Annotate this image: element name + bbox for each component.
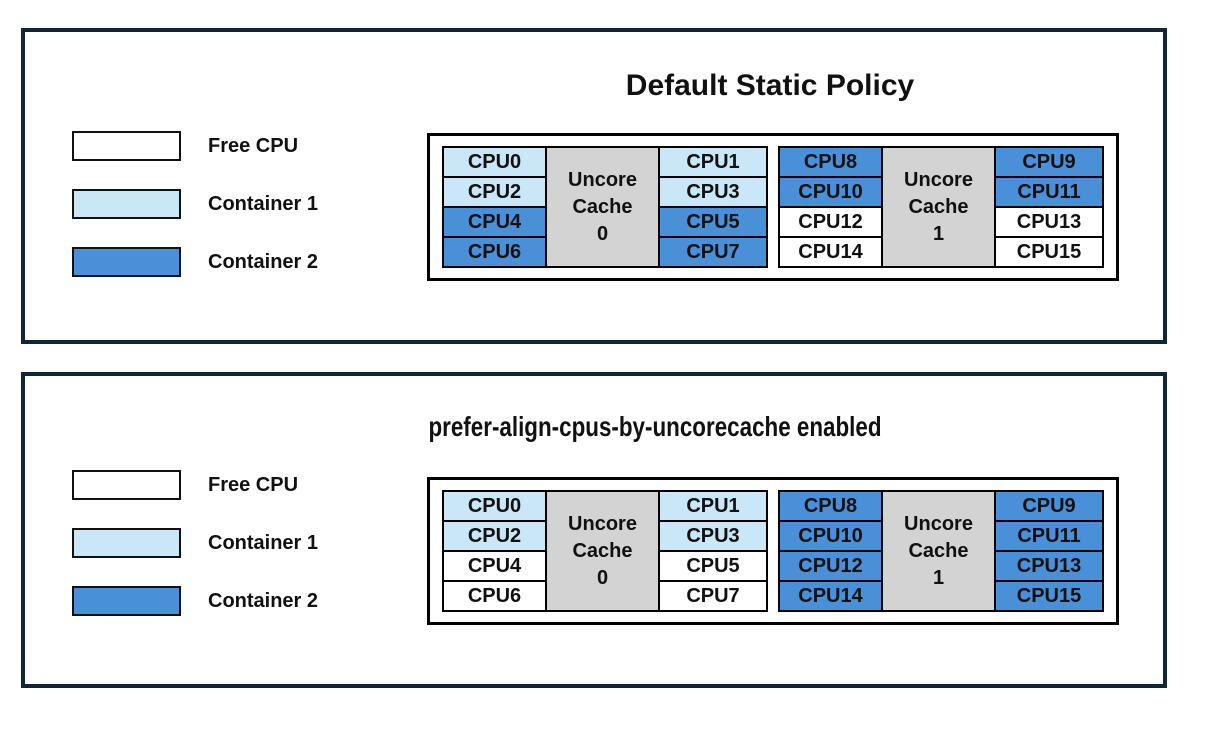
legend-swatch-container1 (72, 528, 181, 558)
cpu-cell-cpu9: CPU9 (996, 148, 1102, 176)
cpu-cell-cpu4: CPU4 (444, 208, 545, 236)
cpu-cell-cpu11: CPU11 (996, 178, 1102, 206)
legend-item-container-2: Container 2 (72, 586, 318, 616)
legend-swatch-free (72, 470, 181, 500)
cpu-cell-cpu12: CPU12 (780, 552, 881, 580)
cpu-cell-cpu10: CPU10 (780, 178, 881, 206)
legend-swatch-container2 (72, 247, 181, 277)
cpu-cell-cpu0: CPU0 (444, 492, 545, 520)
cpu-cell-cpu4: CPU4 (444, 552, 545, 580)
legend-swatch-container2 (72, 586, 181, 616)
uncore-cache-0-cell: Uncore Cache 0 (547, 492, 658, 610)
cpu-cell-cpu3: CPU3 (660, 522, 766, 550)
panel-default-static-policy: Default Static Policy Free CPU Container … (21, 28, 1167, 344)
cache-label-line: Uncore (904, 168, 973, 191)
cpu-cell-cpu14: CPU14 (780, 238, 881, 266)
legend-item-free-cpu: Free CPU (72, 131, 318, 161)
panel-prefer-align-uncorecache: prefer-align-cpus-by-uncorecache enabled… (21, 372, 1167, 688)
panel-title: prefer-align-cpus-by-uncorecache enabled (428, 411, 882, 442)
cpu-cell-cpu2: CPU2 (444, 178, 545, 206)
uncore-cache-1-cell: Uncore Cache 1 (883, 492, 994, 610)
cache-label-line: Uncore (568, 168, 637, 191)
cpu-cell-cpu13: CPU13 (996, 552, 1102, 580)
uncore-cache-0-cell: Uncore Cache 0 (547, 148, 658, 266)
cpu-cell-cpu6: CPU6 (444, 582, 545, 610)
legend-item-container-2: Container 2 (72, 247, 318, 277)
cpu-cell-cpu10: CPU10 (780, 522, 881, 550)
legend-label: Free CPU (208, 134, 299, 157)
cache-label-line: Cache (572, 195, 633, 218)
cache-label-line: 1 (932, 566, 945, 589)
legend-label: Container 1 (208, 192, 319, 215)
legend-swatch-free (72, 131, 181, 161)
cpu-cell-cpu8: CPU8 (780, 148, 881, 176)
cache-label-line: Cache (572, 539, 633, 562)
cache-label-line: 0 (596, 566, 609, 589)
cpu-cell-cpu5: CPU5 (660, 208, 766, 236)
cpu-cell-cpu9: CPU9 (996, 492, 1102, 520)
cache-label-line: Uncore (568, 512, 637, 535)
legend-label: Container 1 (208, 531, 319, 554)
cpu-cell-cpu15: CPU15 (996, 582, 1102, 610)
cpu-cell-cpu0: CPU0 (444, 148, 545, 176)
legend-label: Container 2 (208, 589, 319, 612)
cpu-cell-cpu7: CPU7 (660, 582, 766, 610)
legend: Free CPU Container 1 Container 2 (72, 470, 318, 644)
legend-item-container-1: Container 1 (72, 528, 318, 558)
legend-item-container-1: Container 1 (72, 189, 318, 219)
cpu-cell-cpu14: CPU14 (780, 582, 881, 610)
legend-swatch-container1 (72, 189, 181, 219)
cpu-cell-cpu1: CPU1 (660, 148, 766, 176)
cpu-cell-cpu8: CPU8 (780, 492, 881, 520)
cpu-cell-cpu1: CPU1 (660, 492, 766, 520)
cpu-cell-cpu7: CPU7 (660, 238, 766, 266)
legend-label: Container 2 (208, 250, 319, 273)
cpu-cell-cpu2: CPU2 (444, 522, 545, 550)
panel-title: Default Static Policy (625, 69, 915, 102)
legend-item-free-cpu: Free CPU (72, 470, 318, 500)
legend-label: Free CPU (208, 473, 299, 496)
cpu-cell-cpu12: CPU12 (780, 208, 881, 236)
cpu-cell-cpu13: CPU13 (996, 208, 1102, 236)
cache-label-line: Cache (908, 539, 969, 562)
legend: Free CPU Container 1 Container 2 (72, 131, 318, 305)
cpu-cell-cpu3: CPU3 (660, 178, 766, 206)
cpu-cell-cpu5: CPU5 (660, 552, 766, 580)
cpu-cell-cpu15: CPU15 (996, 238, 1102, 266)
cache-label-line: 0 (596, 222, 609, 245)
cache-label-line: Uncore (904, 512, 973, 535)
uncore-cache-1-cell: Uncore Cache 1 (883, 148, 994, 266)
cpu-cell-cpu6: CPU6 (444, 238, 545, 266)
cache-label-line: Cache (908, 195, 969, 218)
cpu-cell-cpu11: CPU11 (996, 522, 1102, 550)
cache-label-line: 1 (932, 222, 945, 245)
